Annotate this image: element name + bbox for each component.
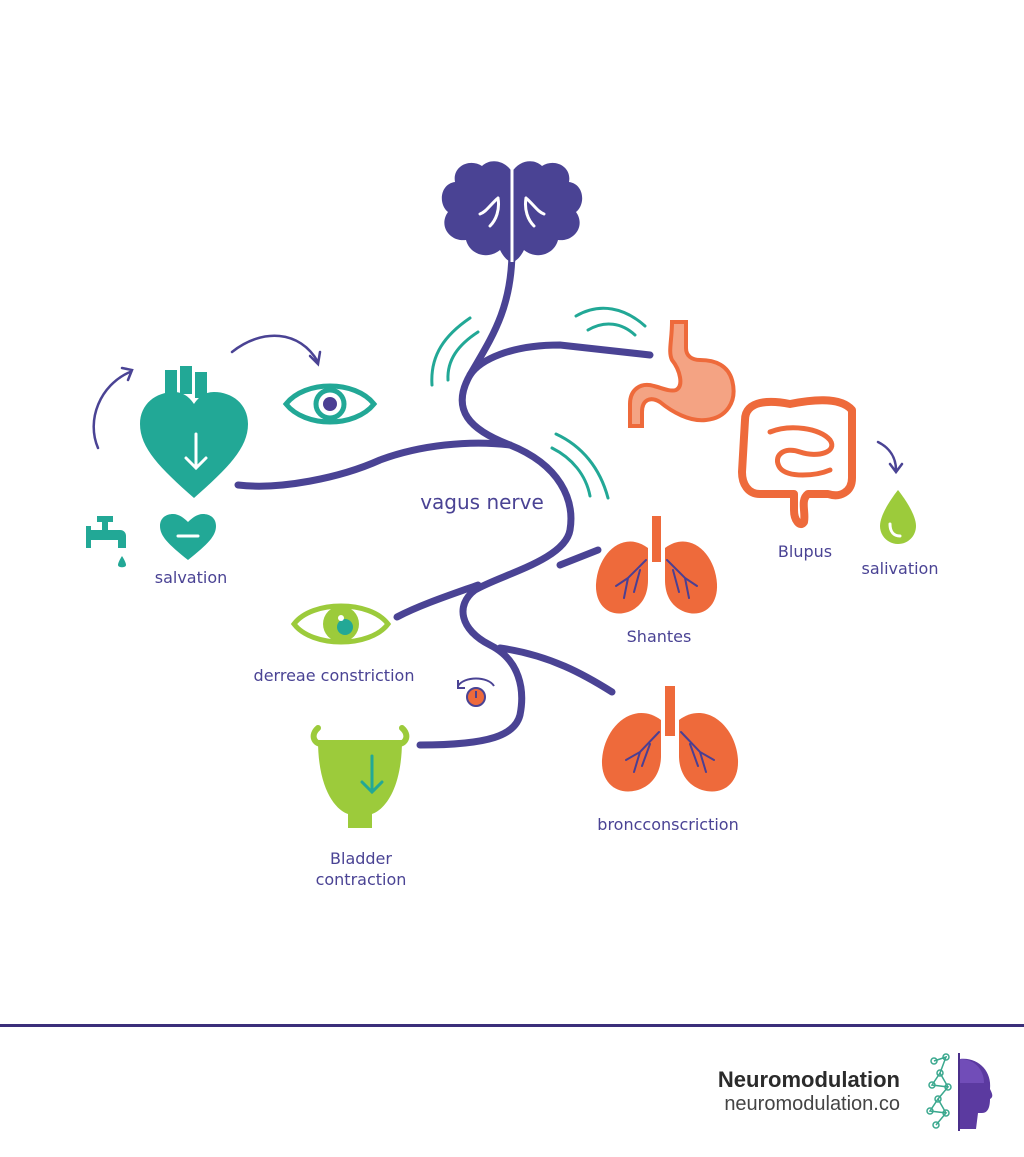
intestine-icon — [738, 396, 856, 528]
stomach-icon — [628, 320, 736, 428]
eye-icon — [282, 383, 378, 425]
eye-icon — [290, 603, 392, 645]
signal-arc — [430, 316, 472, 387]
nerve-paths — [234, 246, 654, 749]
label-lungs-upper: Shantes — [627, 627, 692, 646]
heart-icon — [140, 366, 248, 498]
label-bladder-line2: contraction — [316, 870, 407, 889]
labels: vagus nerve salvation Blupus salivation … — [155, 490, 939, 889]
vagus-nerve-diagram: vagus nerve salvation Blupus salivation … — [86, 160, 939, 889]
signal-arc — [550, 446, 592, 498]
signal-arc — [554, 432, 610, 500]
curved-arrow-icon — [876, 440, 904, 475]
label-drop-salivation: salivation — [862, 559, 939, 578]
branch-lungs-lower — [496, 644, 616, 696]
footer: Neuromodulation neuromodulation.co — [0, 1024, 1024, 1157]
clock-icon — [457, 677, 495, 707]
brain-icon — [441, 160, 583, 262]
label-intestine: Blupus — [778, 542, 832, 561]
drop-icon — [880, 490, 916, 544]
lungs-icon — [601, 686, 739, 792]
brand-logo-icon — [926, 1053, 993, 1131]
signal-arcs — [430, 306, 647, 500]
curved-arrow-icon — [92, 334, 322, 450]
small-heart-icon — [160, 514, 216, 560]
branch-stomach — [466, 341, 654, 379]
branch-lungs-upper — [556, 546, 602, 569]
signal-arc — [574, 306, 647, 328]
bladder-icon — [310, 725, 410, 828]
brand-name: Neuromodulation — [717, 1067, 900, 1092]
label-bladder-line1: Bladder — [330, 849, 392, 868]
branch-eye-lower — [393, 581, 482, 621]
label-heart-salivation: salvation — [155, 568, 228, 587]
signal-arc — [446, 330, 480, 382]
center-label: vagus nerve — [420, 490, 544, 514]
label-lungs-lower: broncconscriction — [597, 815, 738, 834]
faucet-icon — [86, 516, 126, 568]
brand-url[interactable]: neuromodulation.co — [724, 1093, 900, 1115]
branch-heart — [234, 439, 514, 490]
lungs-icon — [595, 516, 718, 614]
signal-arc — [586, 322, 637, 337]
label-eye-lower: derreae constriction — [254, 666, 415, 685]
